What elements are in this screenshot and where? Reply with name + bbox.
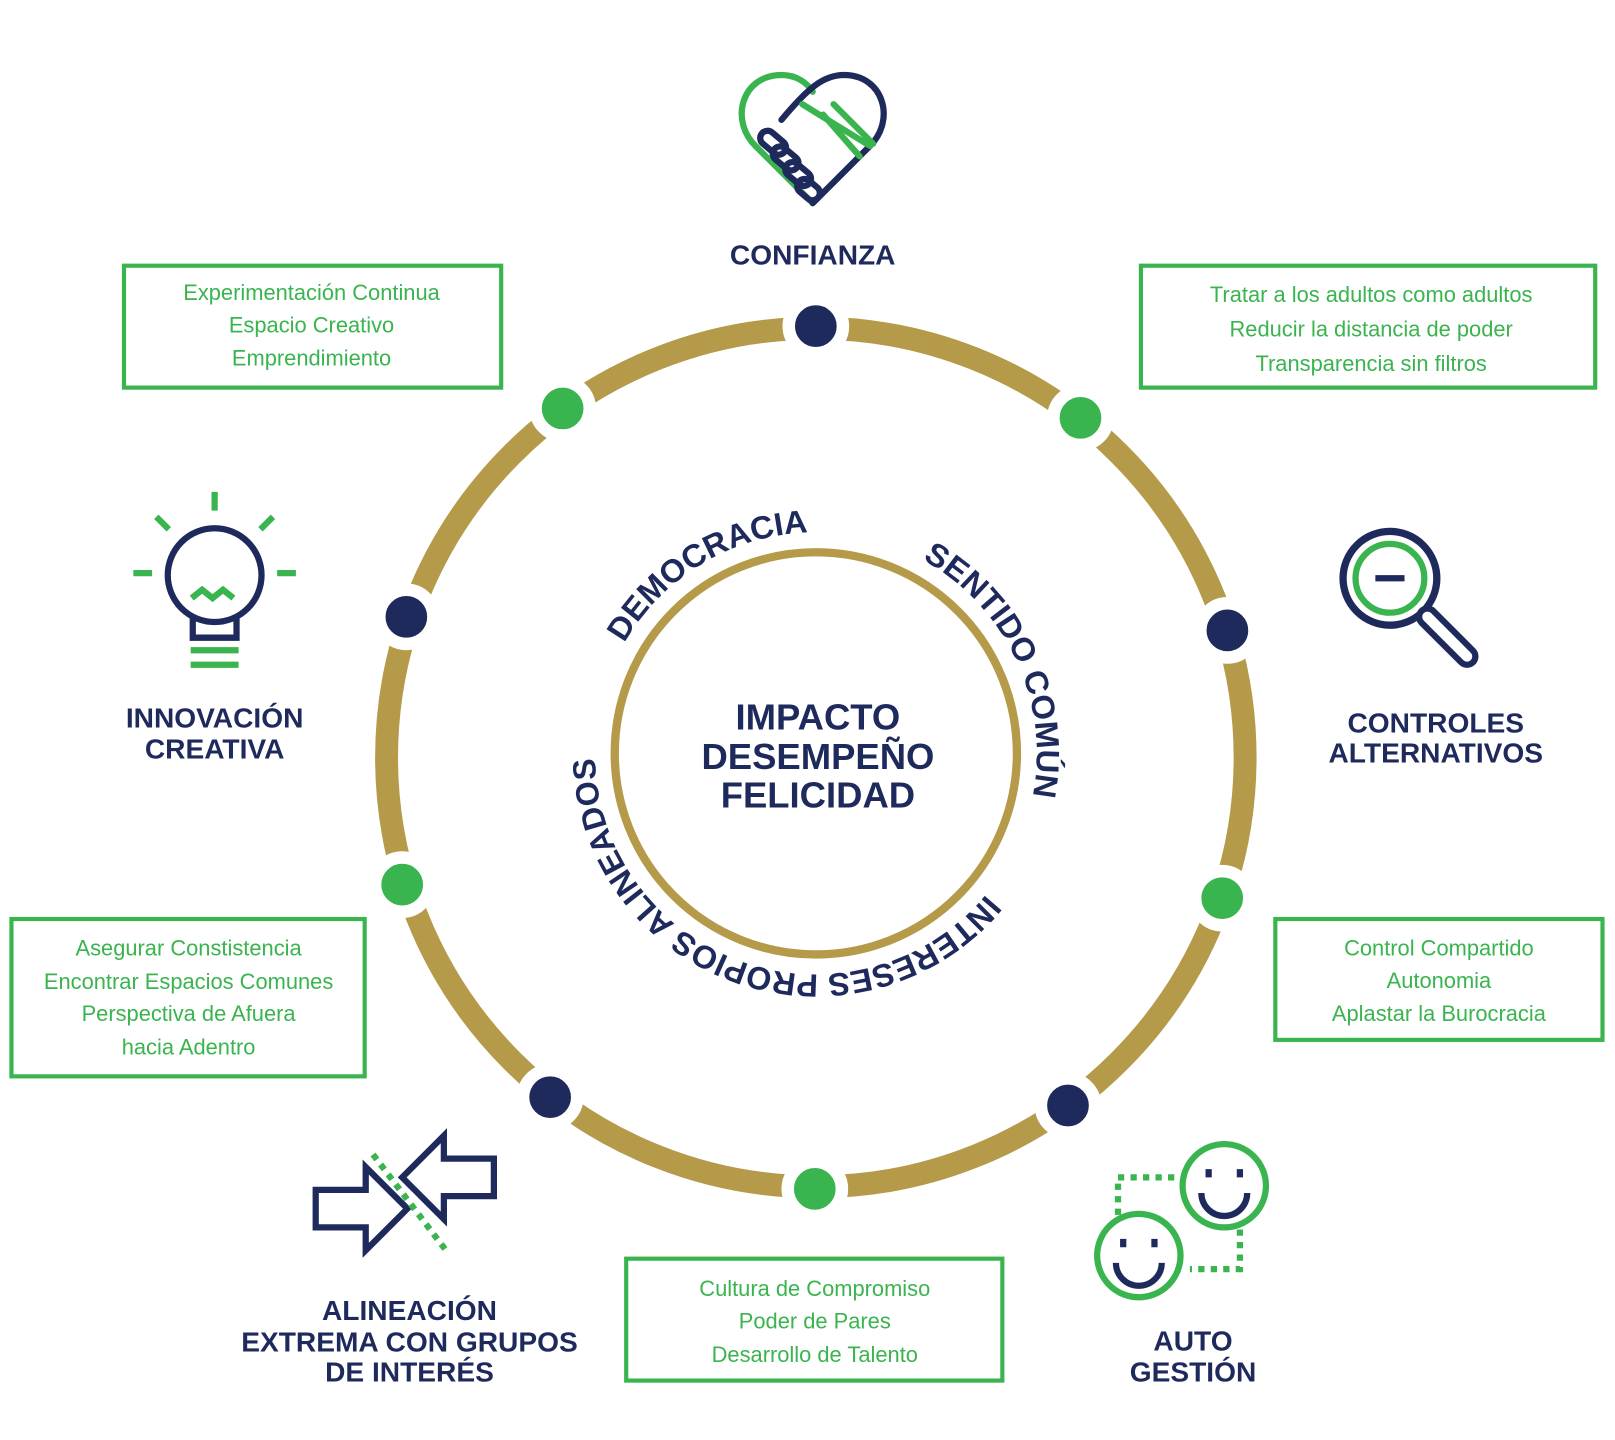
center-line-1: IMPACTO: [736, 696, 901, 737]
label-innovacion-1: INNOVACIÓN: [126, 702, 304, 733]
label-alineacion-1: ALINEACIÓN: [322, 1295, 497, 1326]
box-line: Poder de Pares: [739, 1308, 891, 1333]
handshake-heart-icon: [738, 71, 887, 207]
dot-navy: [373, 583, 440, 651]
box-line: hacia Adentro: [122, 1034, 256, 1059]
label-confianza: CONFIANZA: [730, 240, 896, 271]
box-line: Tratar a los adultos como adultos: [1210, 282, 1533, 307]
inner-ring: [610, 548, 1022, 959]
label-autogestion-2: GESTIÓN: [1130, 1357, 1257, 1388]
dot-green: [529, 375, 596, 442]
smiley-faces-icon: [1094, 1140, 1270, 1301]
box-line: Autonomia: [1387, 968, 1492, 993]
dot-green: [781, 1155, 849, 1223]
box-line: Perspectiva de Afuera: [82, 1001, 297, 1026]
label-alineacion-3: DE INTERÉS: [325, 1357, 494, 1388]
lightbulb-icon: [133, 491, 296, 668]
box-line: Control Compartido: [1344, 935, 1534, 960]
box-top-left: Experimentación Continua Espacio Creativ…: [121, 263, 504, 390]
box-line: Reducir la distancia de poder: [1230, 317, 1513, 342]
label-controles-2: ALTERNATIVOS: [1328, 738, 1543, 769]
dot-green: [1188, 864, 1256, 932]
box-line: Transparencia sin filtros: [1255, 351, 1486, 376]
box-mid-left: Asegurar Constistencia Encontrar Espacio…: [9, 916, 367, 1079]
label-innovacion-2: CREATIVA: [145, 734, 285, 765]
center-line-2: DESEMPEÑO: [701, 735, 934, 777]
ring-label-sentido-comun: SENTIDO COMÚN: [919, 535, 1067, 801]
box-mid-right: Control Compartido Autonomia Aplastar la…: [1273, 916, 1605, 1042]
dot-green: [1047, 384, 1114, 452]
box-line: Experimentación Continua: [183, 280, 440, 305]
box-line: Asegurar Constistencia: [76, 935, 303, 960]
box-line: Desarrollo de Talento: [712, 1342, 918, 1367]
box-line: Espacio Creativo: [229, 312, 394, 337]
ring-label-democracia: DEMOCRACIA: [600, 503, 809, 647]
box-line: Aplastar la Burocracia: [1332, 1001, 1547, 1026]
box-line: Encontrar Espacios Comunes: [44, 969, 333, 994]
dot-navy: [1194, 597, 1261, 664]
label-controles-1: CONTROLES: [1347, 708, 1524, 739]
magnifier-icon: [1339, 527, 1479, 668]
box-bottom: Cultura de Compromiso Poder de Pares Des…: [624, 1256, 1005, 1383]
dot-navy: [516, 1063, 584, 1131]
label-alineacion-2: EXTREMA CON GRUPOS: [241, 1326, 577, 1357]
dot-navy: [782, 292, 850, 360]
center-line-3: FELICIDAD: [721, 775, 915, 816]
dot-green: [368, 851, 436, 918]
converging-arrows-icon: [312, 1128, 498, 1258]
box-top-right: Tratar a los adultos como adultos Reduci…: [1138, 263, 1598, 390]
dot-navy: [1034, 1072, 1102, 1139]
ring-dots: [368, 292, 1261, 1223]
label-autogestion-1: AUTO: [1153, 1325, 1232, 1356]
box-line: Cultura de Compromiso: [699, 1276, 930, 1301]
box-line: Emprendimiento: [232, 346, 391, 371]
